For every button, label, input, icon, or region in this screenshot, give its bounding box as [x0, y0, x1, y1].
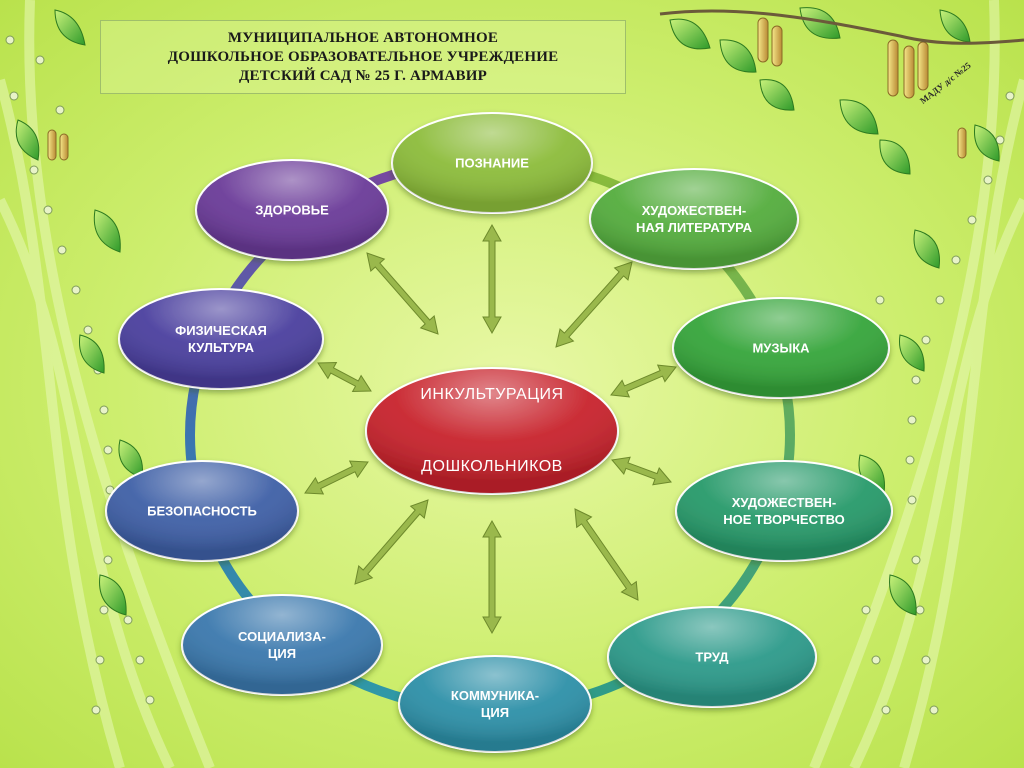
- double-arrow-1: [366, 252, 439, 335]
- node-gloss-hud-literatura: [590, 169, 798, 269]
- double-arrow-3: [555, 261, 633, 348]
- double-arrow-5: [611, 456, 672, 486]
- node-fiz-kultura[interactable]: [118, 288, 324, 390]
- double-arrow-2: [482, 223, 502, 335]
- node-gloss-poznanie: [392, 113, 592, 213]
- double-arrow-8: [354, 499, 429, 585]
- node-gloss-zdorovie: [196, 160, 388, 260]
- header-line-3: ДЕТСКИЙ САД № 25 Г. АРМАВИР: [239, 67, 487, 84]
- node-gloss-hud-tvorchestvo: [676, 461, 892, 561]
- double-arrow-10: [317, 361, 372, 393]
- header-box: МУНИЦИПАЛЬНОЕ АВТОНОМНОЕ ДОШКОЛЬНОЕ ОБРА…: [100, 20, 626, 94]
- node-kommunikaciya[interactable]: [398, 655, 592, 753]
- node-muzyka[interactable]: [672, 297, 890, 399]
- node-gloss-bezopasnost: [106, 461, 298, 561]
- node-gloss-trud: [608, 607, 816, 707]
- node-gloss-socializaciya: [182, 595, 382, 695]
- node-gloss-fiz-kultura: [119, 289, 323, 389]
- node-gloss-kommunikaciya: [399, 656, 591, 752]
- node-zdorovie[interactable]: [195, 159, 389, 261]
- header-line-2: ДОШКОЛЬНОЕ ОБРАЗОВАТЕЛЬНОЕ УЧРЕЖДЕНИЕ: [167, 48, 559, 65]
- node-bezopasnost[interactable]: [105, 460, 299, 562]
- arrows-group: [304, 223, 677, 635]
- double-arrow-4: [610, 364, 677, 398]
- double-arrow-7: [482, 519, 502, 635]
- center-node[interactable]: [365, 367, 619, 495]
- double-arrow-6: [574, 508, 639, 601]
- node-socializaciya[interactable]: [181, 594, 383, 696]
- double-arrow-9: [304, 460, 369, 495]
- node-poznanie[interactable]: [391, 112, 593, 214]
- header-line-1: МУНИЦИПАЛЬНОЕ АВТОНОМНОЕ: [227, 29, 499, 46]
- nodes-group: [105, 112, 893, 753]
- node-trud[interactable]: [607, 606, 817, 708]
- node-hud-literatura[interactable]: [589, 168, 799, 270]
- node-gloss-muzyka: [673, 298, 889, 398]
- node-hud-tvorchestvo[interactable]: [675, 460, 893, 562]
